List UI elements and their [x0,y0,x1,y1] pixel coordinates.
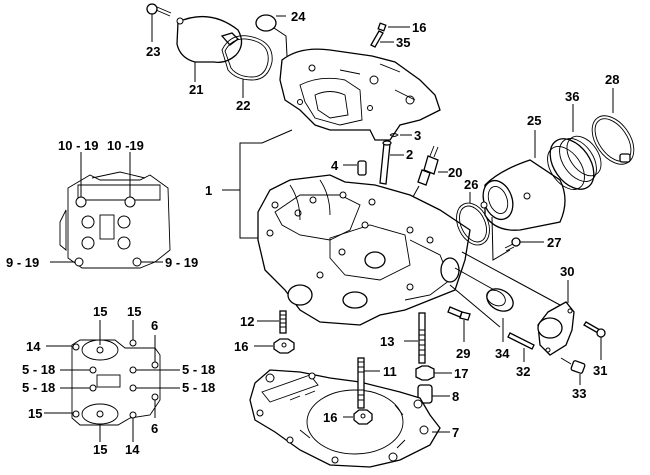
callout-7: 7 [452,425,459,440]
callout-36: 36 [565,89,579,104]
callout-15-top-left: 15 [93,304,107,319]
nut-collar-17 [415,365,452,381]
nut-16-gasket [343,409,373,425]
bolt-23 [146,3,172,42]
callout-1: 1 [205,183,212,198]
guide-line [449,284,501,328]
callout-5-18-right-1: 5 - 18 [182,362,215,377]
spark-plug-20 [377,145,448,261]
callout-12: 12 [240,314,254,329]
stud-35 [370,22,410,48]
clip-3 [389,133,399,137]
callout-24: 24 [291,9,306,24]
stud-11 [357,357,380,409]
callout-31: 31 [593,363,607,378]
callout-28: 28 [605,72,619,87]
callout-10-19-left: 10 - 19 [58,138,98,153]
callout-9-19-right: 9 - 19 [165,255,198,270]
screw-27 [504,237,544,252]
guide-line [461,251,561,306]
callout-5-18-left-2: 5 - 18 [22,380,55,395]
callout-27: 27 [547,235,561,250]
dowel-4 [343,160,367,176]
callout-30: 30 [560,264,574,279]
callout-9-19-left: 9 - 19 [6,255,39,270]
stud-32 [507,332,535,362]
nut-16 [254,338,295,354]
callout-20: 20 [448,165,462,180]
callout-17: 17 [454,366,468,381]
callout-16-mid: 16 [234,339,248,354]
callout-3: 3 [414,128,421,143]
valve-cover-21 [176,16,243,82]
intake-boot-36 [547,104,602,190]
stud-13 [404,312,426,364]
callout-16-top: 16 [412,20,426,35]
callout-5-18-right-2: 5 - 18 [182,380,215,395]
thermostat-housing-30 [537,280,575,356]
o-ring-26 [456,192,490,246]
callout-6-bottom: 6 [151,421,158,436]
plug-cap-24 [255,14,288,57]
callout-16-bottom: 16 [323,410,337,425]
callout-33: 33 [572,386,586,401]
callout-35: 35 [396,35,410,50]
callout-13: 13 [380,334,394,349]
cylinder-head [257,174,471,326]
callout-2: 2 [406,147,413,162]
callout-21: 21 [189,82,203,97]
dowel-8 [417,384,450,404]
intake-manifold-25 [480,130,566,261]
stud-12 [257,310,287,334]
callout-25: 25 [527,113,541,128]
callout-15-top-right: 15 [127,304,141,319]
callout-6-top: 6 [151,318,158,333]
cover-gasket-22 [221,35,273,98]
callout-23: 23 [146,44,160,59]
callout-5-18-left-1: 5 - 18 [22,362,55,377]
callout-15-left: 15 [28,406,42,421]
head-gasket-7 [249,369,450,468]
callout-14-left: 14 [26,339,41,354]
callout-32: 32 [516,364,530,379]
sleeve-33 [560,357,586,385]
callout-8: 8 [452,389,459,404]
callout-22: 22 [236,98,250,113]
head-bottom-view [44,320,180,442]
valve-guide-2 [379,140,404,185]
callout-4: 4 [331,158,339,173]
bolt-31 [583,321,606,360]
callout-14-bottom: 14 [125,442,140,457]
callout-15-bottom: 15 [93,442,107,457]
callout-34: 34 [495,346,510,361]
callout-29: 29 [456,346,470,361]
temp-sensor-29 [447,306,471,342]
hose-clamp-28 [591,88,635,165]
bracket-1 [239,129,293,239]
callout-11: 11 [383,364,397,379]
callout-10-19-right: 10 -19 [107,138,144,153]
callout-26: 26 [464,177,478,192]
cam-carrier [279,48,441,141]
thermostat-34 [486,288,514,342]
head-top-view [50,152,171,269]
